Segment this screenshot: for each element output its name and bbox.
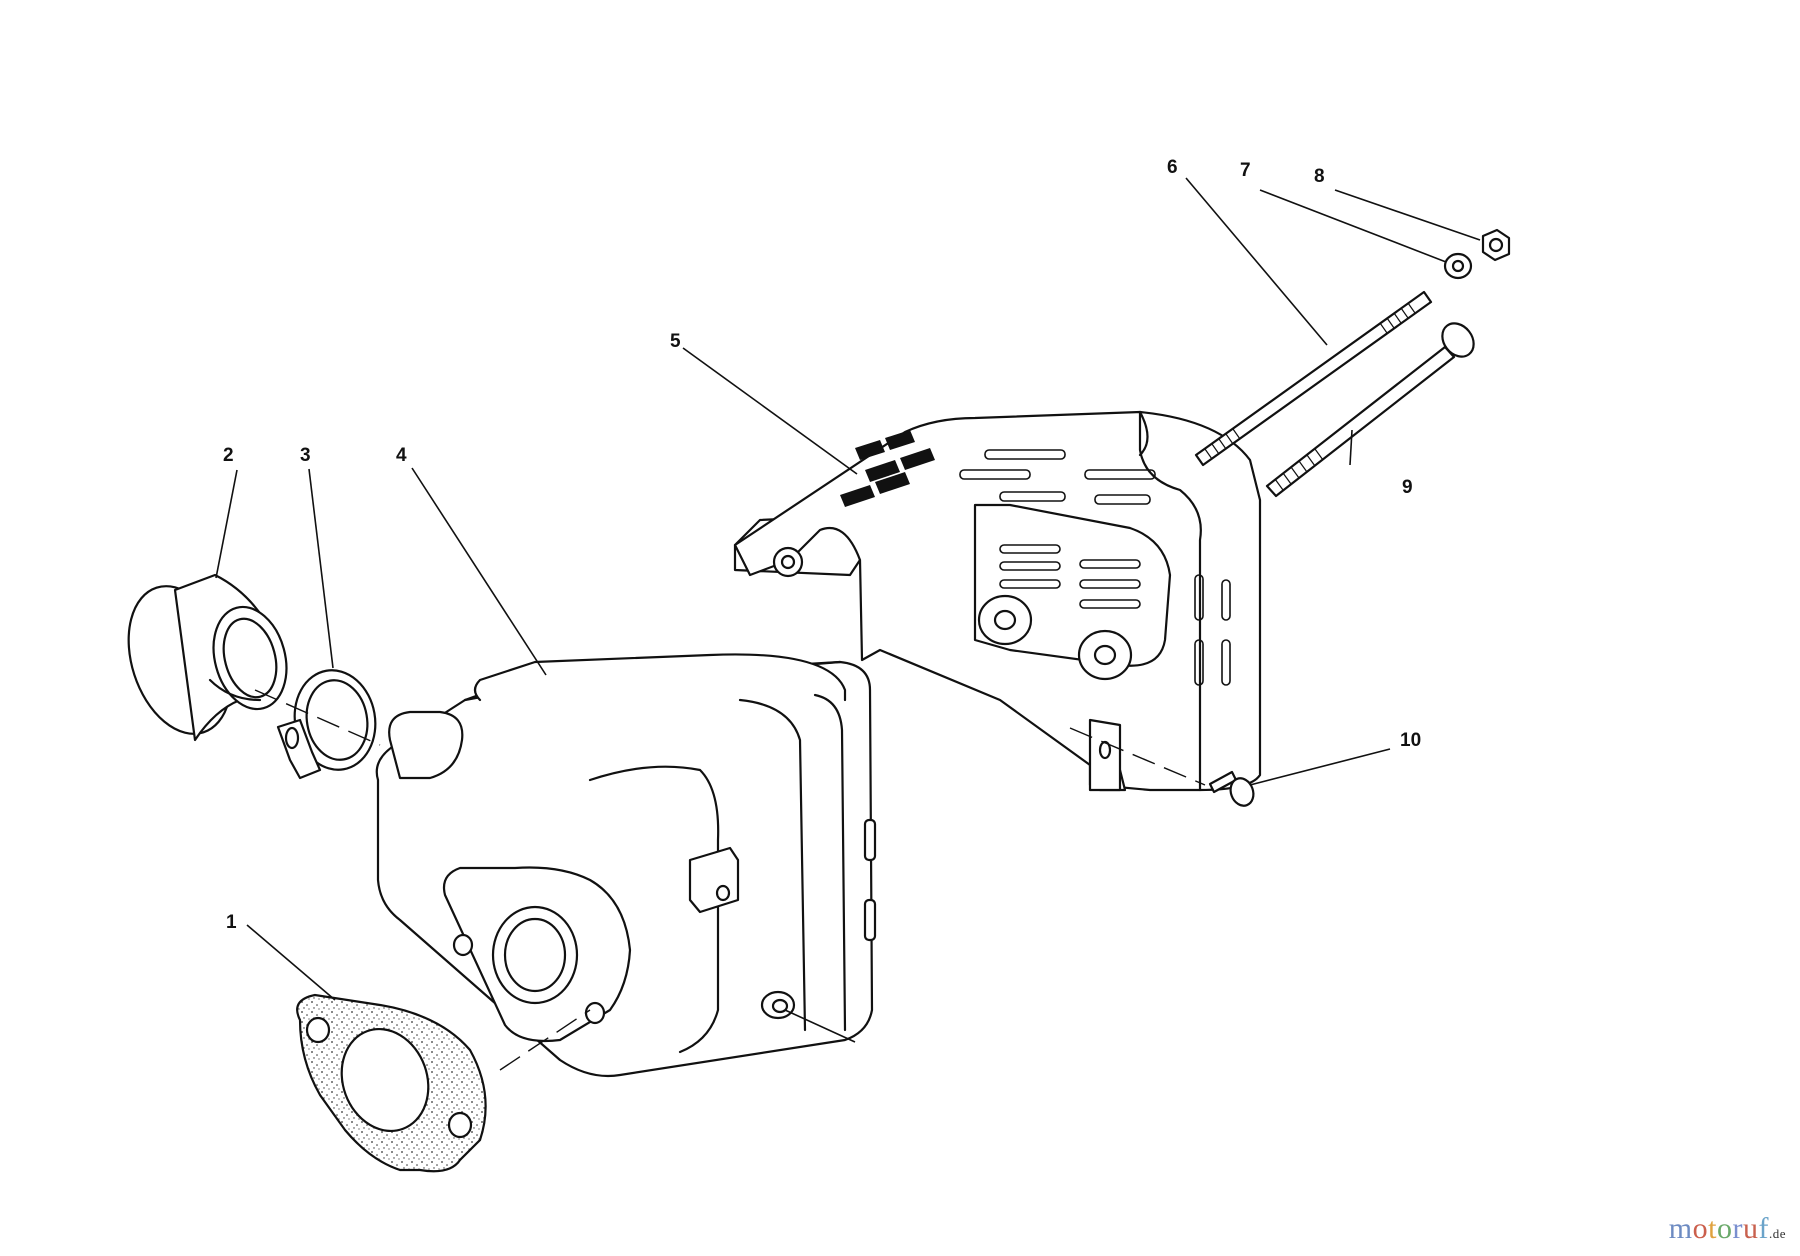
watermark-logo: motoruf xyxy=(1669,1212,1769,1245)
hex-nut-part xyxy=(1481,228,1511,262)
callout-1: 1 xyxy=(226,912,237,933)
watermark-letter: o xyxy=(1692,1212,1709,1245)
callout-8: 8 xyxy=(1314,166,1325,187)
watermark-letter: t xyxy=(1708,1212,1717,1245)
watermark-letter: m xyxy=(1668,1212,1693,1245)
alignment-lines xyxy=(254,689,1206,1071)
heat-shield-part xyxy=(733,410,1262,792)
callout-3: 3 xyxy=(300,445,311,466)
callout-6: 6 xyxy=(1167,157,1178,178)
watermark-letter: o xyxy=(1716,1212,1733,1245)
spark-arrester-part xyxy=(127,573,288,742)
callout-labels: 1 2 3 4 5 6 7 8 9 10 xyxy=(223,157,1421,933)
screw-part xyxy=(1208,770,1255,807)
watermark-letter: f xyxy=(1758,1212,1769,1245)
stud-part xyxy=(1194,290,1433,467)
site-watermark: motoruf.de xyxy=(1669,1212,1786,1246)
watermark-suffix: .de xyxy=(1768,1226,1786,1241)
watermark-letter: u xyxy=(1742,1212,1759,1245)
leader-lines xyxy=(215,177,1481,1043)
callout-10: 10 xyxy=(1400,730,1421,751)
hose-clamp-part xyxy=(276,669,377,780)
gasket-part xyxy=(296,993,487,1173)
lock-washer-part xyxy=(1443,252,1473,280)
callout-4: 4 xyxy=(396,445,407,466)
watermark-letter: r xyxy=(1732,1212,1743,1245)
muffler-part xyxy=(375,653,877,1078)
callout-5: 5 xyxy=(670,331,681,352)
callout-9: 9 xyxy=(1402,477,1413,498)
callout-7: 7 xyxy=(1240,160,1251,181)
callout-2: 2 xyxy=(223,445,234,466)
bolt-part xyxy=(1265,322,1475,498)
